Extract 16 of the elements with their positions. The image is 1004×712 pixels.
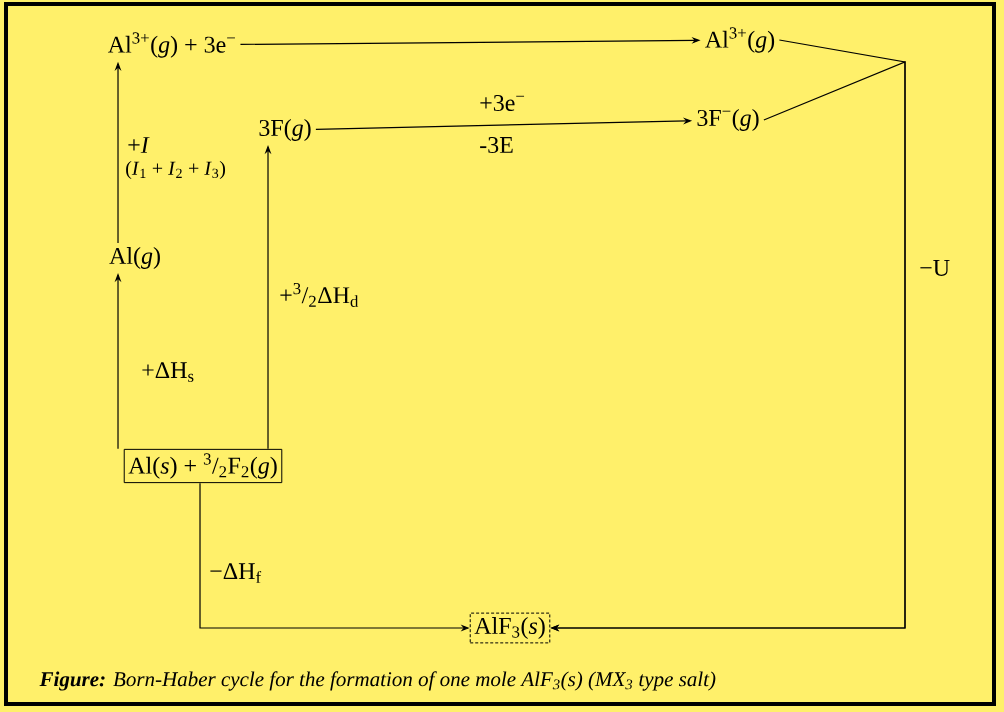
edge-label: −U xyxy=(920,260,950,276)
species-formula: 3F$^{−}$(g) xyxy=(697,109,759,131)
species-formula: Al(g) xyxy=(109,247,160,269)
formula-box: AlF$_{3}$(s) xyxy=(469,612,551,644)
figure-caption: Figure: Born-Haber cycle for the formation of one mole AlF$_{3}$(s) (MX$_{3}$ type salt) xyxy=(39,671,716,691)
edge-label: +3e$^{−}$ xyxy=(480,94,525,112)
edge-label: +ΔH$_{s}$ xyxy=(142,362,194,382)
species-formula: Al$^{3+}$(g) xyxy=(705,27,775,53)
edge-label: +$^{3}$/$_{2}$ΔH$_{d}$ xyxy=(280,283,359,307)
energy-term: -3E xyxy=(480,136,513,154)
edge-label: −ΔH$_{f}$ xyxy=(210,563,262,583)
energy-term: (I$_{1}$ + I$_{2}$ + I$_{3}$) xyxy=(126,160,226,180)
formula-box: Al(s) + $^{3}$/$_{2}$F$_{2}$(g) xyxy=(123,448,283,484)
species-formula: 3F(g) xyxy=(259,119,311,141)
edge-label: +I xyxy=(128,137,150,153)
species-formula: Al$^{3+}$(g) + 3e$^{−}$ xyxy=(108,32,235,58)
